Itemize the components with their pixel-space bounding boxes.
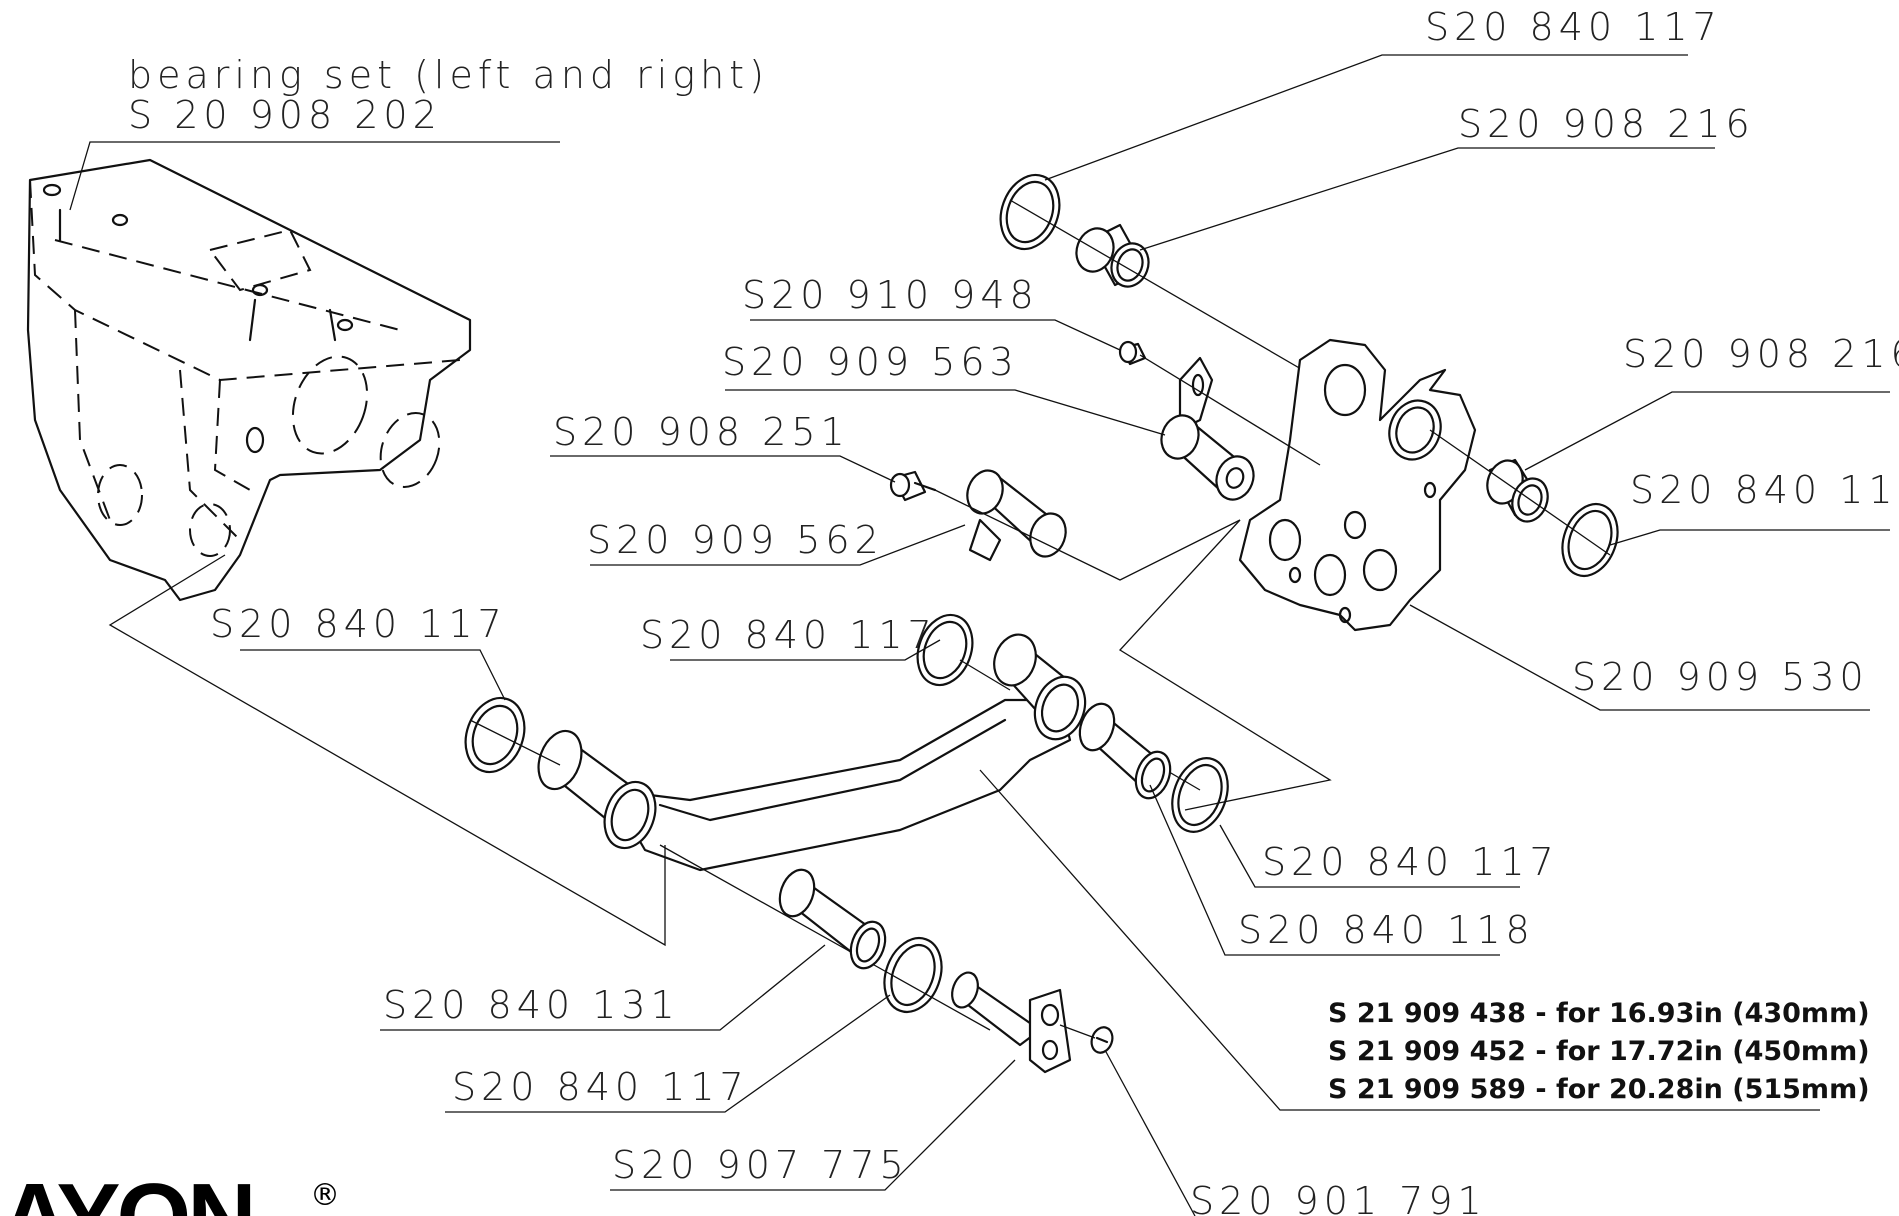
bearing-set-desc-label: bearing set (left and right) [128,53,769,97]
screw-bottom [1090,1026,1114,1054]
bushing-right-leader [1524,391,1890,471]
bushing-top [1075,223,1150,288]
brand-logo: AYON [0,1164,253,1216]
axis-screw [1059,1024,1096,1039]
ring-arm-leader [670,639,941,661]
pin-bottom-leader [610,1059,1016,1191]
plate-leader [1409,604,1870,711]
bearing-set-code-label: S 20 908 202 [128,93,442,137]
label-ring-top: S20 840 117 [1425,5,1722,49]
label-screw-bottom: S20 901 791 [1190,1179,1487,1216]
bushing-lower-left [778,868,887,970]
label-plate: S20 909 530 [1572,655,1869,699]
small-bolt [1118,340,1147,366]
ring-right-leader [1609,529,1890,546]
ring-left-leader [240,649,506,701]
label-bushing-lower-left: S20 840 131 [383,983,680,1027]
lever-leader [979,769,1820,1111]
ring-lower-left [883,937,943,1013]
bushing-lower-right-leader [1149,784,1500,956]
bearing-set-housing [26,158,472,602]
label-bolt-mid: S20 908 251 [553,410,850,454]
bushing-lower-right [1078,702,1172,800]
label-pin-bottom: S20 907 775 [612,1143,909,1187]
label-bushing-top: S20 908 216 [1458,102,1755,146]
mid-pin [966,469,1067,562]
label-ring-arm: S20 840 117 [640,613,937,657]
label-bolt-small: S20 910 948 [742,273,1039,317]
mid-pin-leader [590,524,966,566]
axis-right [1429,429,1611,556]
bracket-pin-leader [725,389,1166,436]
bushing-top-leader [1139,147,1715,251]
label-ring-lower-left: S20 840 117 [452,1065,749,1109]
ring-lower-right-leader [1219,824,1520,888]
bearing-set-leader [69,141,560,211]
label-ring-right: S20 840 117 [1630,468,1899,512]
label-ring-lower-right: S20 840 117 [1262,840,1559,884]
axis-lever-left [469,719,991,1031]
ring-top [999,173,1061,251]
assembly-line-left [108,554,666,947]
ring-arm [916,613,974,687]
variant-1: S 21 909 438 - for 16.93in (430mm) [1328,998,1870,1029]
small-bolt-leader [750,319,1121,351]
label-bushing-lower-right: S20 840 118 [1238,908,1535,952]
axis-top [1009,199,1321,381]
label-ring-left: S20 840 117 [210,602,507,646]
variant-2: S 21 909 452 - for 17.72in (450mm) [1328,1036,1870,1067]
ring-lower-left-leader [445,994,891,1113]
label-pin-bracket: S20 909 563 [722,340,1019,384]
pin-bottom [951,971,1072,1074]
ring-top-leader [1044,54,1688,181]
variant-3: S 21 909 589 - for 20.28in (515mm) [1328,1074,1870,1105]
axis-mid [934,489,1241,581]
label-pin-mid: S20 909 562 [587,518,884,562]
lever-arm [537,633,1087,872]
assembly-line [1118,519,1332,811]
mid-bolt [889,470,937,502]
registered-mark: ® [310,1178,340,1213]
bracket-pin [1160,356,1255,501]
ring-right [1561,503,1619,577]
axis-bracket [1139,354,1321,466]
ring-left [464,696,526,774]
bushing-lower-left-leader [380,944,826,1031]
mid-bolt-leader [550,455,896,483]
pivot-plate [1238,338,1477,632]
label-bushing-right: S20 908 216 [1623,332,1899,376]
ring-lower-right [1171,757,1229,833]
screw-bottom-leader [1104,1049,1196,1216]
